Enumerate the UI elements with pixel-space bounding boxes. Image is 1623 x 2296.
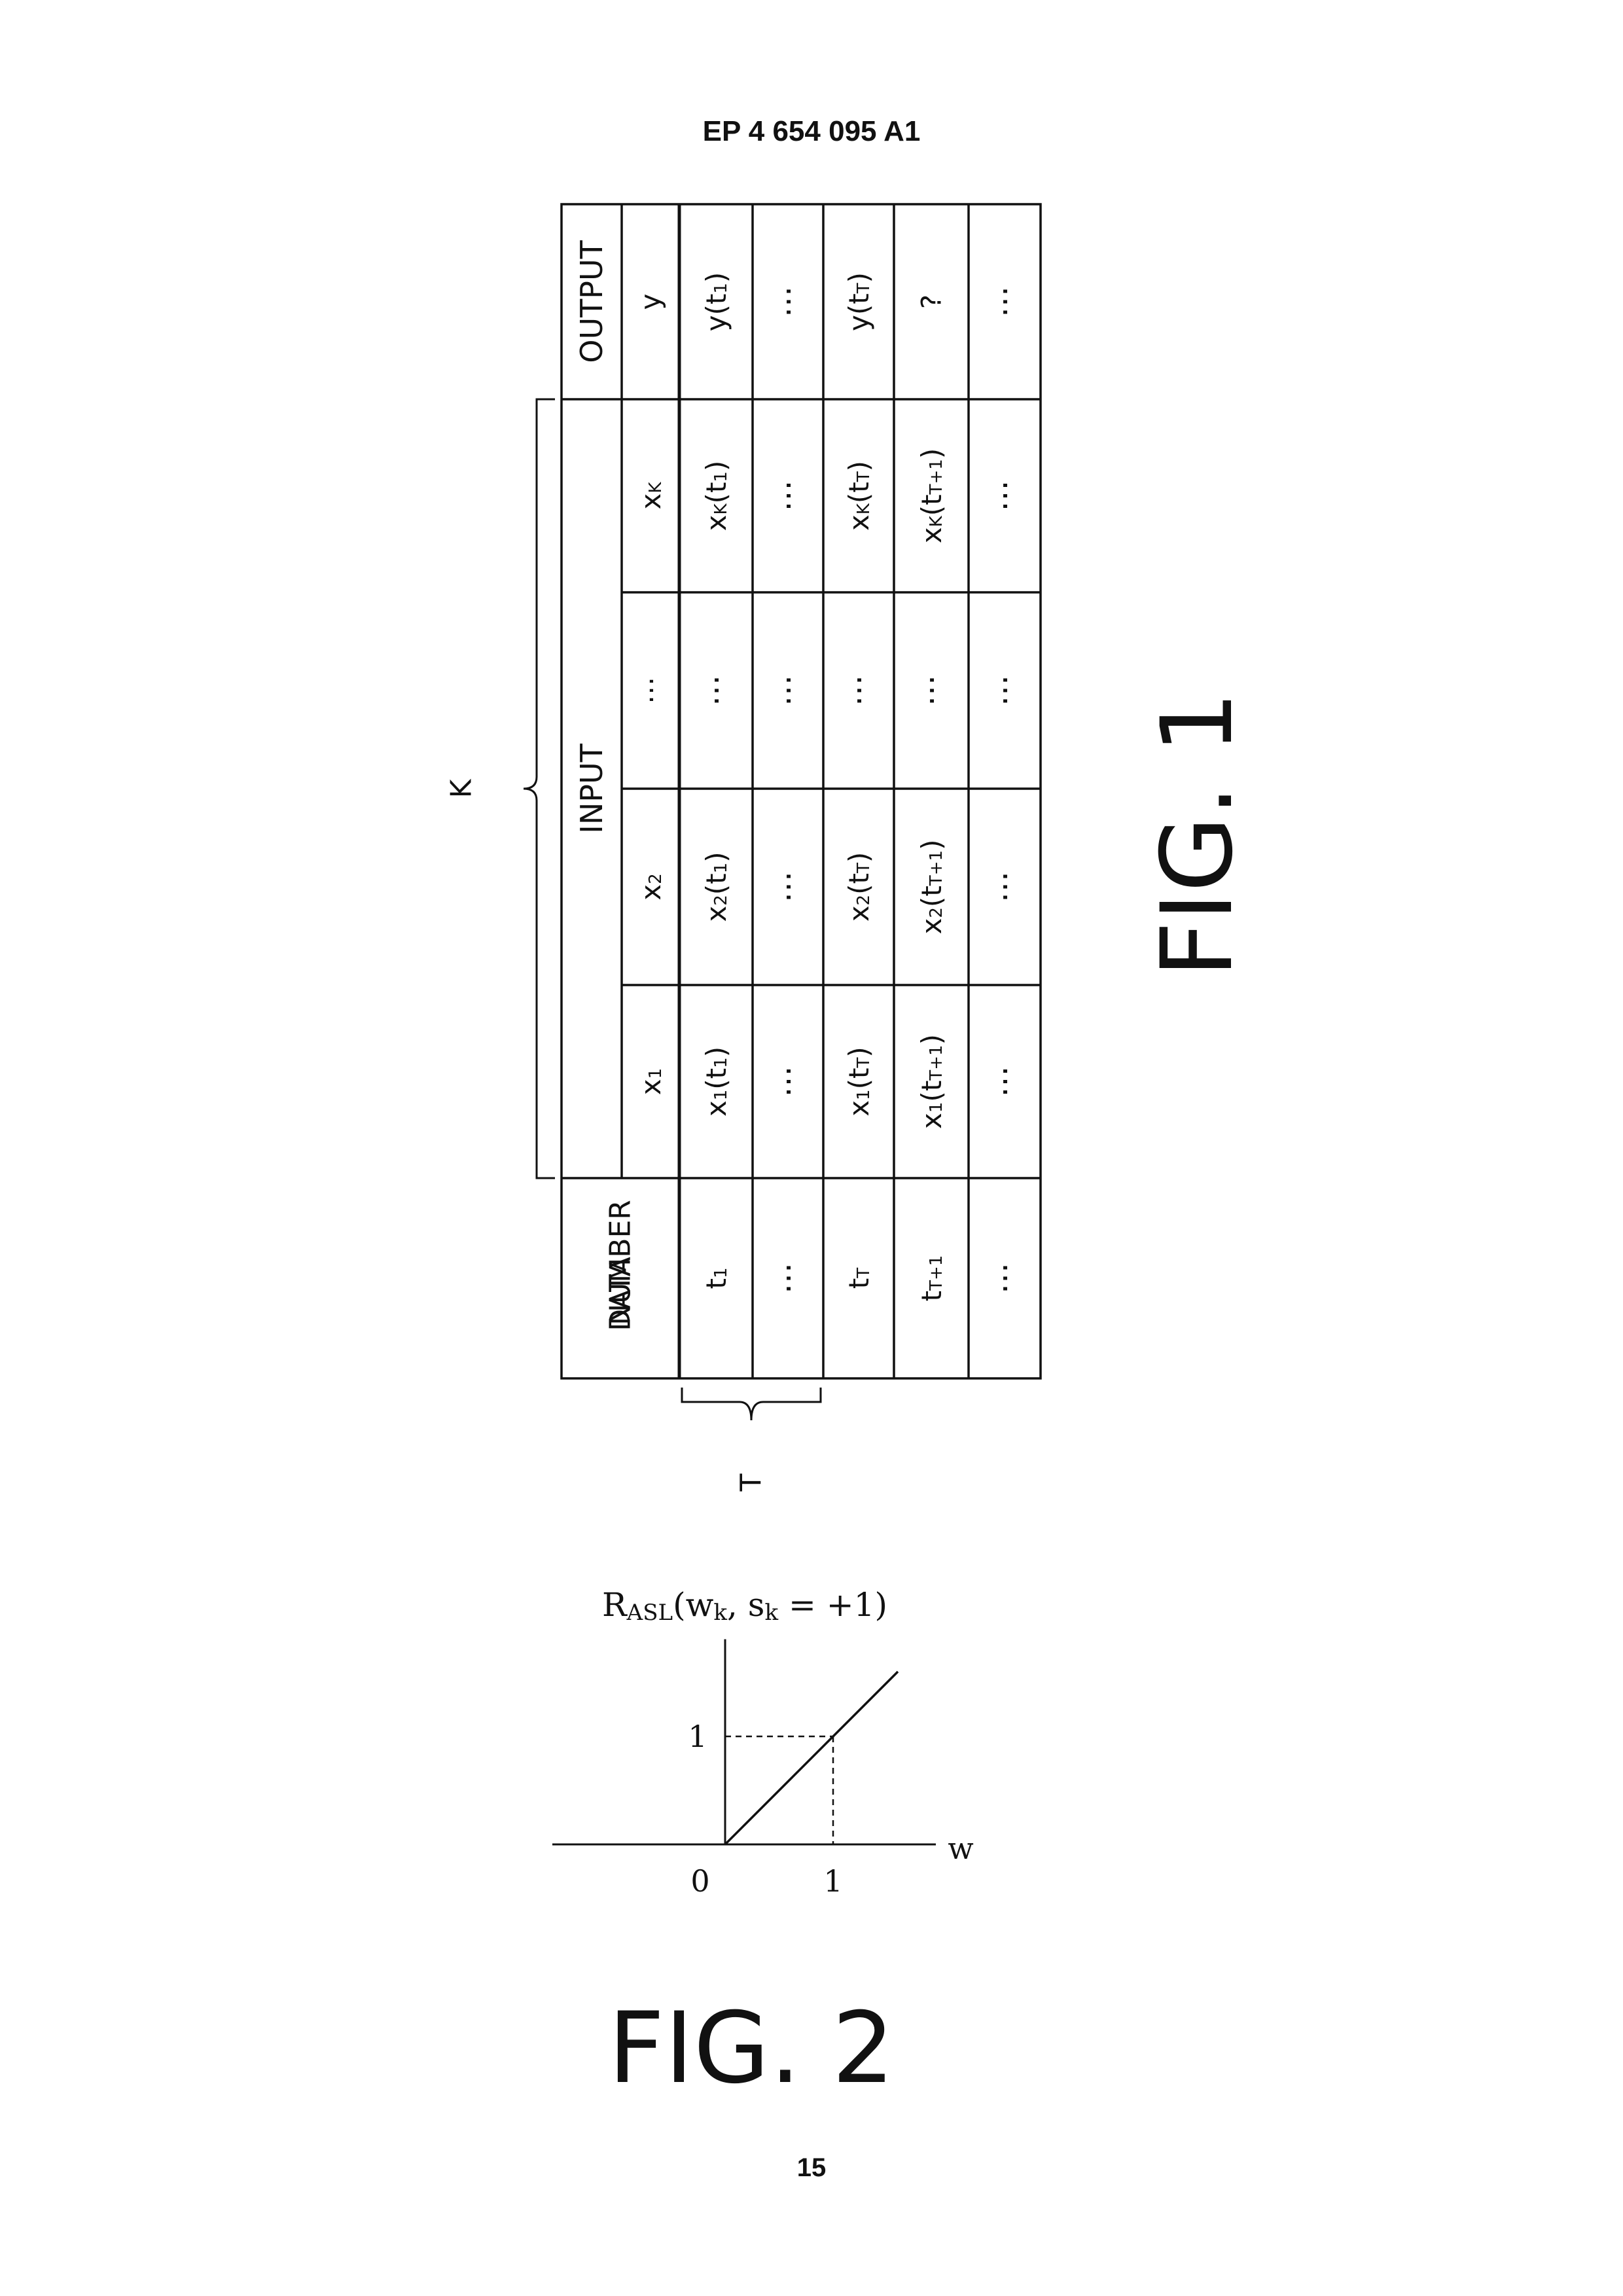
origin-label: 0 bbox=[690, 1863, 709, 1899]
table-cell: y(t1) bbox=[700, 272, 732, 332]
page-number: 15 bbox=[0, 2153, 1623, 2183]
k-brace bbox=[524, 399, 555, 1178]
table-cell: ⋯ bbox=[913, 675, 950, 706]
fig1-caption: FIG. 1 bbox=[1141, 691, 1255, 978]
y-axis-label: RASL(wk, sk = +1) bbox=[602, 1586, 887, 1626]
table-cell: x2(tT+1) bbox=[916, 840, 948, 935]
table-cell: ⋯ bbox=[986, 1263, 1023, 1294]
fig2-graph-group: 0 1 1 w RASL(wk, sk = +1) FIG. 2 bbox=[552, 1586, 974, 2106]
table-cell: ⋯ bbox=[986, 675, 1023, 706]
table-cell: x1(tT) bbox=[843, 1047, 875, 1117]
k-label: K bbox=[445, 778, 478, 798]
table-cell: ⋯ bbox=[770, 286, 806, 317]
table-cell: x1(t1) bbox=[700, 1047, 732, 1117]
input-group-label: INPUT bbox=[574, 743, 609, 833]
table-cell: ⋯ bbox=[840, 675, 877, 706]
column-header: x1 bbox=[635, 1068, 667, 1095]
x-axis-label: w bbox=[948, 1831, 973, 1866]
column-header: x2 bbox=[635, 873, 667, 900]
table-cell: ⋯ bbox=[770, 1263, 806, 1294]
table-cell: xK(tT) bbox=[843, 461, 875, 531]
table-cell: x2(tT) bbox=[843, 852, 875, 922]
table-cell: ⋯ bbox=[770, 871, 806, 903]
x-tick-label: 1 bbox=[823, 1863, 842, 1899]
table-cell: ⋯ bbox=[770, 480, 806, 512]
table-cell: ⋯ bbox=[770, 675, 806, 706]
t-brace bbox=[682, 1388, 821, 1420]
table-cell: y(tT) bbox=[843, 272, 875, 331]
table-cell: ⋯ bbox=[986, 1066, 1023, 1098]
table-cell: ? bbox=[916, 295, 948, 309]
table-cell: ⋯ bbox=[770, 1066, 806, 1098]
table-cell: ⋯ bbox=[986, 286, 1023, 317]
table-cell: xK(tT+1) bbox=[916, 448, 948, 543]
fig2-caption: FIG. 2 bbox=[608, 1992, 895, 2106]
table-cell: tT+1 bbox=[916, 1255, 948, 1302]
y-tick-label: 1 bbox=[688, 1719, 707, 1754]
table-cell: ⋯ bbox=[986, 871, 1023, 903]
table-cell: ⋯ bbox=[986, 480, 1023, 512]
column-header: ⋯ bbox=[635, 677, 667, 704]
table-cell: t1 bbox=[700, 1267, 732, 1289]
column-header: y bbox=[635, 294, 667, 310]
series-line bbox=[725, 1672, 898, 1844]
t-label: T bbox=[735, 1473, 768, 1492]
column-header: xK bbox=[635, 482, 667, 510]
table-cell: x2(t1) bbox=[700, 852, 732, 922]
output-group-label: OUTPUT bbox=[574, 240, 609, 363]
data-number-header: NUMBER bbox=[604, 1200, 637, 1325]
table-cell: xK(t1) bbox=[700, 461, 732, 531]
table-cell: tT bbox=[843, 1268, 875, 1289]
table-cell: ⋯ bbox=[698, 675, 734, 706]
fig1-table-group: INPUTOUTPUTDATANUMBERt1⋯tTtT+1⋯x1x1(t1)⋯… bbox=[445, 204, 1255, 1492]
table-cell: x1(tT+1) bbox=[916, 1034, 948, 1129]
